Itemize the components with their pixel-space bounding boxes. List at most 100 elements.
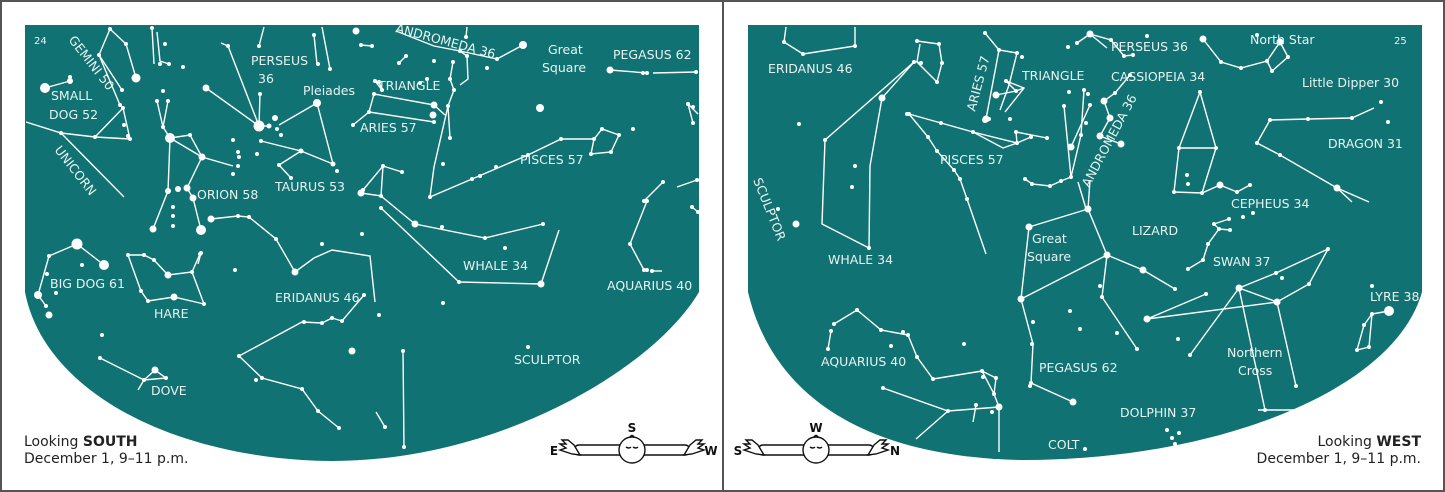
star-icon — [362, 293, 366, 297]
star-icon — [432, 120, 436, 124]
star-icon — [600, 127, 604, 131]
star-icon — [537, 280, 545, 288]
star-icon — [1115, 331, 1119, 335]
star-icon — [1083, 447, 1087, 451]
constellation-label: CASSIOPEIA 34 — [1111, 69, 1205, 84]
constellation-label: SCULPTOR — [514, 352, 581, 367]
star-icon — [124, 42, 128, 46]
star-icon — [128, 137, 132, 141]
star-icon — [452, 88, 456, 92]
star-icon — [1268, 118, 1272, 122]
star-icon — [1020, 55, 1024, 59]
star-icon — [992, 91, 1000, 99]
star-icon — [982, 115, 990, 123]
star-icon — [316, 409, 320, 413]
star-icon — [253, 120, 265, 132]
star-icon — [289, 176, 293, 180]
star-icon — [931, 377, 935, 381]
star-icon — [915, 39, 919, 43]
star-icon — [1294, 384, 1298, 388]
constellation-label: Square — [1027, 249, 1071, 264]
star-icon — [801, 52, 805, 56]
star-icon — [337, 426, 341, 430]
star-icon — [45, 272, 49, 276]
star-icon — [457, 280, 461, 284]
star-icon — [279, 133, 283, 137]
star-icon — [526, 153, 530, 157]
star-icon — [470, 177, 474, 181]
star-icon — [1069, 398, 1077, 406]
constellation-label: AQUARIUS 40 — [821, 354, 906, 369]
star-icon — [446, 104, 450, 108]
star-icon — [958, 177, 962, 181]
star-icon — [1280, 276, 1284, 280]
star-icon — [360, 232, 364, 236]
star-icon — [559, 137, 563, 141]
star-icon — [171, 214, 175, 218]
star-icon — [935, 149, 939, 153]
star-icon — [277, 163, 281, 167]
star-icon — [1173, 442, 1177, 446]
star-icon — [1066, 45, 1070, 49]
star-icon — [171, 224, 175, 228]
constellation-label: PISCES 57 — [520, 152, 584, 167]
star-icon — [188, 133, 192, 137]
star-icon — [589, 152, 593, 156]
star-icon — [196, 225, 206, 235]
star-icon — [189, 194, 197, 202]
constellation-label: Pleiades — [303, 83, 355, 98]
star-icon — [150, 26, 154, 30]
star-icon — [131, 73, 141, 83]
star-icon — [300, 387, 304, 391]
star-icon — [1078, 327, 1082, 331]
star-icon — [59, 131, 63, 135]
star-icon — [381, 164, 385, 168]
star-icon — [823, 138, 827, 142]
constellation-label: DOG 52 — [49, 107, 98, 122]
star-icon — [1273, 298, 1281, 306]
star-icon — [1028, 384, 1032, 388]
star-icon — [377, 80, 381, 84]
star-icon — [255, 152, 259, 156]
star-icon — [1219, 60, 1223, 64]
star-icon — [1139, 266, 1147, 274]
star-icon — [1241, 215, 1245, 219]
star-icon — [237, 354, 241, 358]
star-icon — [1255, 141, 1259, 145]
star-icon — [987, 117, 991, 121]
star-icon — [1217, 227, 1221, 231]
constellation-label: Little Dipper 30 — [1302, 75, 1399, 90]
constellation-label: North Star — [1250, 32, 1315, 47]
star-icon — [686, 102, 690, 106]
star-icon — [237, 155, 241, 159]
constellation-label: ERIDANUS 46 — [768, 61, 853, 76]
star-icon — [320, 321, 324, 325]
star-icon — [962, 342, 966, 346]
star-icon — [266, 123, 272, 129]
star-icon — [1067, 143, 1075, 151]
star-icon — [151, 366, 159, 374]
star-icon — [990, 410, 994, 414]
constellation-label: Great — [548, 42, 583, 57]
star-icon — [1128, 73, 1132, 77]
star-icon — [171, 205, 175, 209]
star-icon — [377, 313, 381, 317]
star-icon — [1350, 116, 1354, 120]
star-icon — [166, 99, 170, 103]
star-icon — [997, 48, 1001, 52]
compass-right-label: N — [890, 444, 900, 458]
constellation-label: WHALE 34 — [828, 252, 893, 267]
star-icon — [1145, 34, 1149, 38]
star-icon — [1172, 190, 1176, 194]
star-icon — [981, 375, 985, 379]
star-icon — [503, 246, 507, 250]
star-icon — [1274, 271, 1278, 275]
star-icon — [1143, 315, 1151, 323]
star-icon — [1185, 173, 1189, 177]
star-icon — [792, 220, 800, 228]
page-number: 25 — [1394, 36, 1407, 47]
star-icon — [142, 253, 146, 257]
star-icon — [879, 328, 883, 332]
star-icon — [236, 164, 240, 168]
